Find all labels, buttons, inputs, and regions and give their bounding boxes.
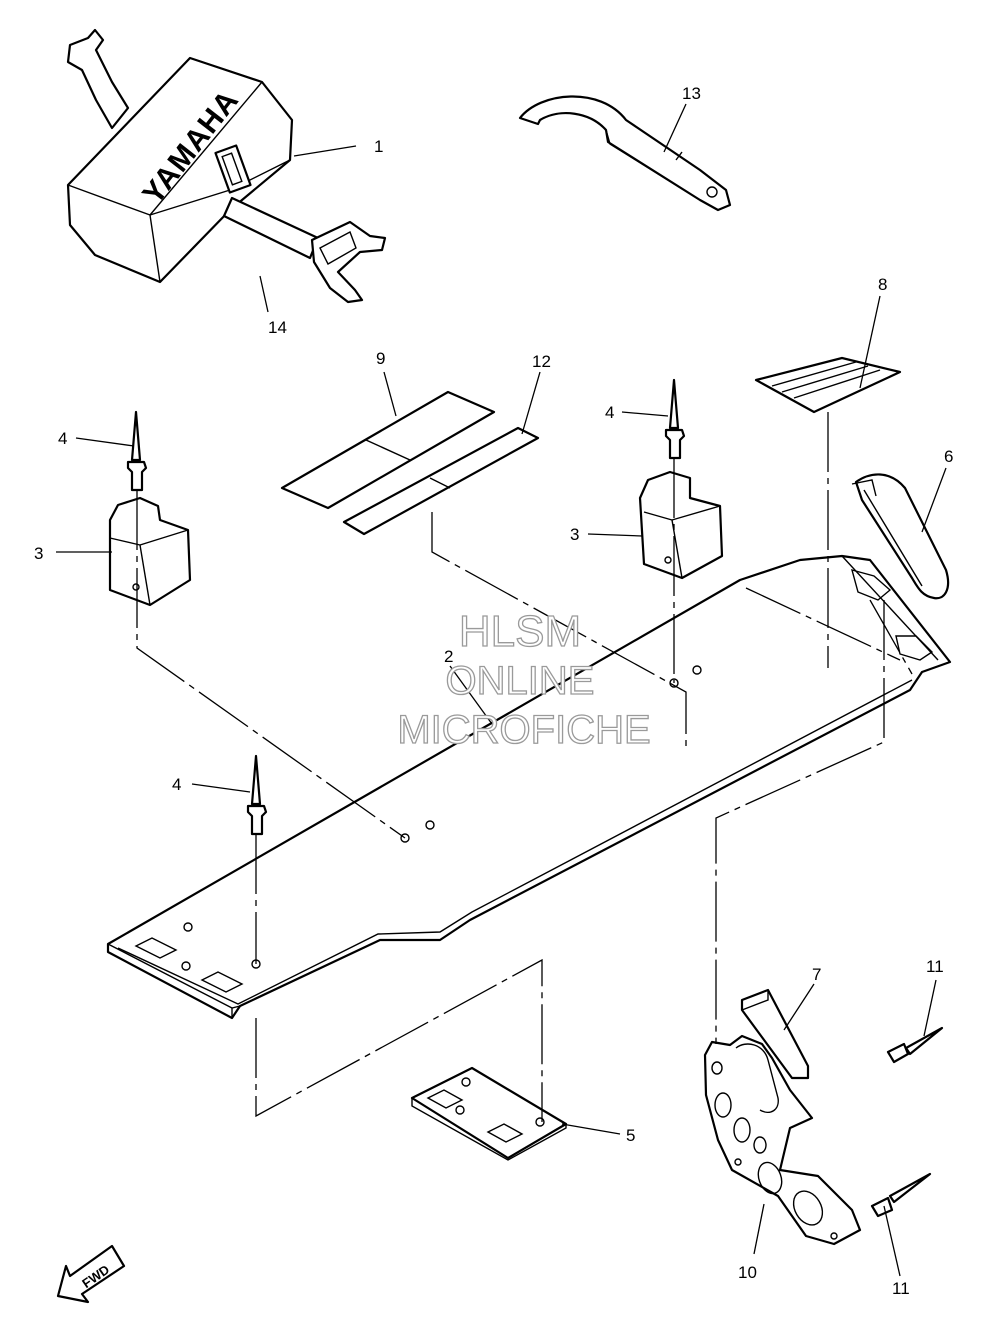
callout-4-left: 4 [58, 429, 67, 448]
callout-4-right: 4 [605, 403, 614, 422]
part-12-decal-strip [342, 426, 540, 536]
part-7-pad [740, 988, 810, 1080]
callout-12: 12 [532, 352, 551, 371]
part-5-plate [410, 1066, 568, 1161]
assembly-lines [136, 412, 913, 1122]
callout-5: 5 [626, 1126, 635, 1145]
callout-4-lower: 4 [172, 775, 181, 794]
callout-7: 7 [812, 965, 821, 984]
callout-13: 13 [682, 84, 701, 103]
leader-lines [56, 103, 947, 1277]
part-4-rivet-b [664, 378, 686, 460]
callout-9: 9 [376, 349, 385, 368]
part-3-clip-left [108, 496, 192, 607]
part-4-rivet-c [246, 754, 268, 836]
callouts: 1 2 3 3 4 4 4 5 6 7 8 9 10 11 11 12 13 1… [34, 84, 953, 1298]
watermark-line-1: HLSM [459, 607, 581, 656]
callout-11-upper: 11 [926, 957, 944, 976]
part-2-deck-plate [106, 554, 952, 1020]
callout-14: 14 [268, 318, 287, 337]
callout-11-lower: 11 [892, 1279, 910, 1298]
part-9-decal [280, 390, 496, 510]
part-11-rivet-upper [886, 1026, 944, 1064]
callout-10: 10 [738, 1263, 757, 1282]
part-10-bracket [703, 1034, 862, 1246]
callout-3-right: 3 [570, 525, 579, 544]
part-1-cover-bag: YAMAHA [66, 28, 387, 304]
callout-2: 2 [444, 647, 453, 666]
part-6-wire-clip [851, 473, 950, 600]
part-8-mat [754, 356, 902, 414]
callout-8: 8 [878, 275, 887, 294]
part-4-rivet-a [126, 410, 148, 492]
part-11-rivet-lower [870, 1172, 932, 1218]
callout-3-left: 3 [34, 544, 43, 563]
callout-6: 6 [944, 447, 953, 466]
part-3-clip-right [638, 470, 724, 580]
watermark: HLSM ONLINE MICROFICHE [397, 606, 652, 752]
callout-1: 1 [374, 137, 383, 156]
watermark-line-3: MICROFICHE [397, 708, 650, 752]
watermark-line-2: ONLINE [446, 659, 595, 703]
part-13-hook-wrench [518, 95, 732, 212]
forward-direction-arrow-icon: FWD [56, 1244, 126, 1304]
